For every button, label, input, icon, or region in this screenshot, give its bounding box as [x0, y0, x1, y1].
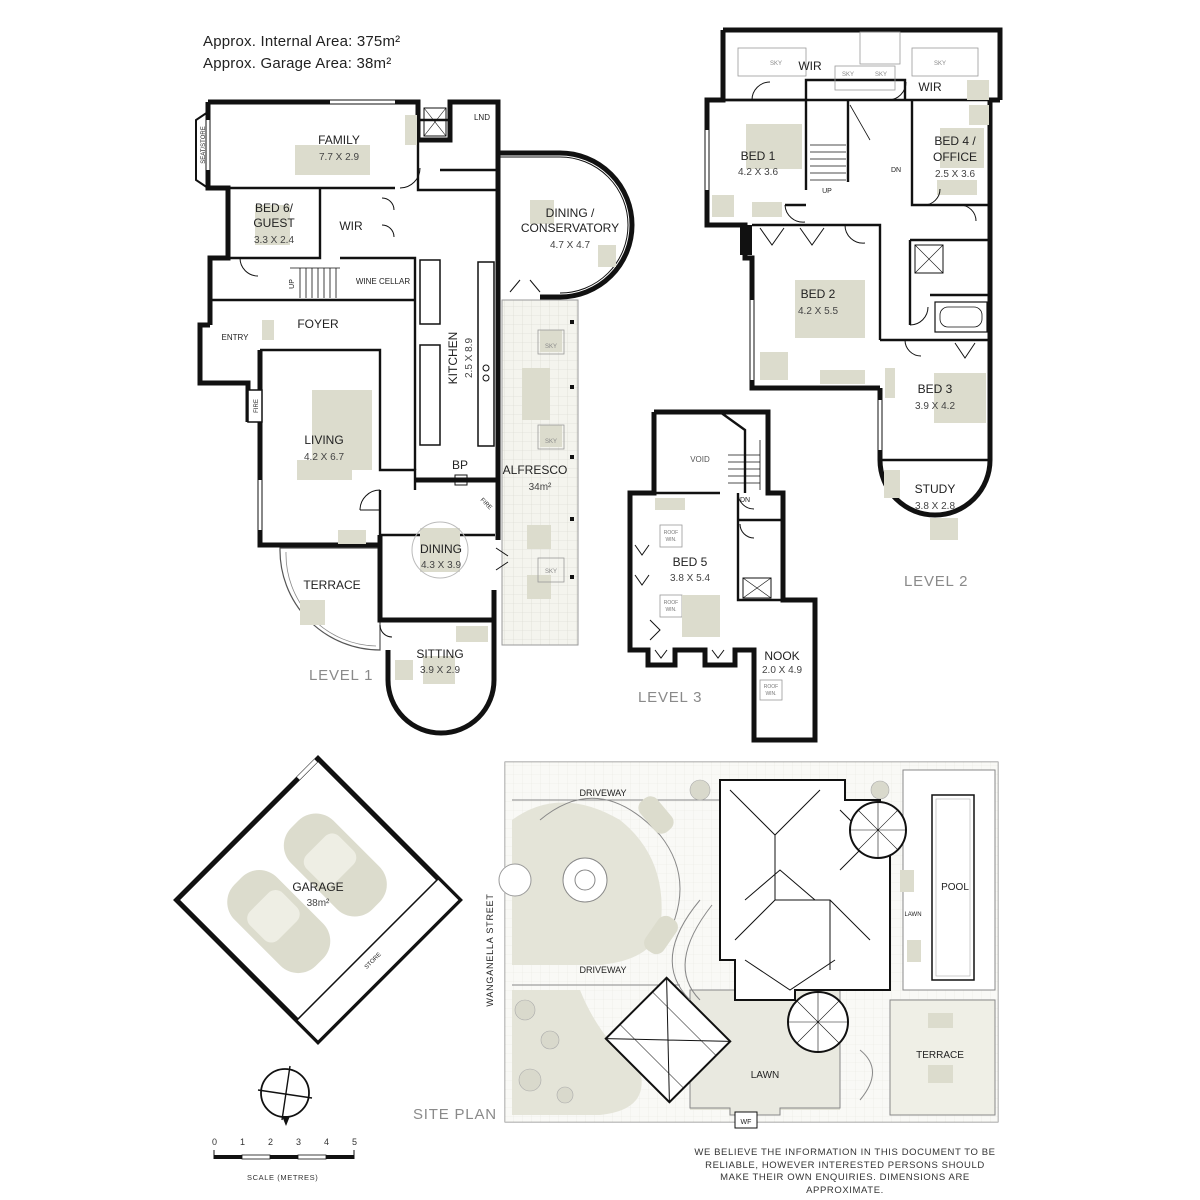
room-dining-dim: 4.3 X 3.9: [421, 560, 461, 571]
label-sky-3: SKY: [545, 569, 557, 575]
site-pool: POOL: [941, 882, 969, 893]
scale-tick-4: 4: [324, 1137, 330, 1147]
room-bed4-dim: 2.5 X 3.6: [935, 169, 975, 180]
room-bed1: BED 1: [741, 149, 776, 163]
room-bed5-dim: 3.8 X 5.4: [670, 573, 710, 584]
room-dining-conservatory: DINING /: [546, 206, 595, 220]
room-bed3-dim: 3.9 X 4.2: [915, 401, 955, 412]
scale-tick-3: 3: [296, 1137, 302, 1147]
site-driveway-top: DRIVEWAY: [579, 788, 626, 798]
scale-tick-2: 2: [268, 1137, 274, 1147]
room-bed6: BED 6/: [255, 201, 294, 215]
room-dining: DINING: [420, 542, 462, 556]
room-wine-cellar: WINE CELLAR: [356, 277, 410, 286]
label-roof-2: ROOF: [664, 600, 678, 606]
site-lawn-small: LAWN: [904, 912, 921, 918]
room-conservatory: CONSERVATORY: [521, 221, 619, 235]
room-office: OFFICE: [933, 150, 977, 164]
scale-tick-0: 0: [212, 1137, 218, 1147]
label-dn-l2: DN: [891, 167, 901, 174]
label-sky-l2-4: SKY: [934, 61, 946, 67]
pool: [931, 794, 975, 981]
room-bed1-dim: 4.2 X 3.6: [738, 167, 778, 178]
room-family: FAMILY: [318, 133, 360, 147]
room-guest: GUEST: [253, 216, 295, 230]
room-nook: NOOK: [764, 649, 799, 663]
north-compass-icon: [257, 1065, 313, 1126]
site-driveway-bottom: DRIVEWAY: [579, 965, 626, 975]
label-sky-l2-3: SKY: [875, 72, 887, 78]
room-wir-l2-left: WIR: [798, 59, 822, 73]
label-seat-store: SEAT/STORE: [201, 126, 207, 163]
scale-label: SCALE (METRES): [247, 1173, 319, 1182]
scale-tick-1: 1: [240, 1137, 246, 1147]
level1-label: LEVEL 1: [309, 667, 374, 684]
level3-plan: [627, 409, 818, 743]
label-sky-l2-2: SKY: [842, 72, 854, 78]
site-plan: [498, 761, 999, 1129]
room-wir-l2-right: WIR: [918, 80, 942, 94]
room-entry: ENTRY: [222, 333, 250, 342]
site-lawn: LAWN: [751, 1070, 780, 1081]
label-up-l2: UP: [822, 188, 832, 195]
label-lnd: LND: [474, 113, 490, 122]
sitting-wall: [385, 622, 497, 736]
site-wf: WF: [741, 1119, 752, 1126]
label-up-l1: UP: [289, 279, 296, 289]
garage-plan: [173, 755, 463, 1045]
garage-label: GARAGE: [292, 880, 343, 894]
label-win-1: WIN.: [665, 537, 676, 543]
room-living-dim: 4.2 X 6.7: [304, 452, 344, 463]
label-roof-1: ROOF: [664, 530, 678, 536]
garage-area: 38m²: [307, 898, 330, 909]
room-bp: BP: [452, 458, 468, 472]
level3-label: LEVEL 3: [638, 689, 703, 706]
label-sky-2: SKY: [545, 439, 557, 445]
room-bed4: BED 4 /: [934, 134, 976, 148]
level2-label: LEVEL 2: [904, 573, 969, 590]
label-sky-1: SKY: [545, 344, 557, 350]
room-alfresco: ALFRESCO: [503, 463, 568, 477]
site-street: WANGANELLA STREET: [485, 893, 495, 1006]
site-plan-label: SITE PLAN: [413, 1106, 497, 1123]
room-bed2-dim: 4.2 X 5.5: [798, 306, 838, 317]
garage-area-label: Approx. Garage Area: 38m²: [203, 55, 392, 72]
room-bed2: BED 2: [801, 287, 836, 301]
scale-bar: [213, 1150, 355, 1160]
room-living: LIVING: [304, 433, 343, 447]
room-kitchen-dim: 2.5 X 8.9: [464, 338, 475, 378]
room-wir-l1: WIR: [339, 219, 363, 233]
label-fire-alfresco: FIRE: [479, 497, 493, 511]
terrace-outline: [279, 547, 381, 651]
room-void: VOID: [690, 455, 710, 464]
room-study: STUDY: [915, 482, 956, 496]
site-terrace: TERRACE: [916, 1050, 964, 1061]
room-kitchen: KITCHEN: [446, 332, 460, 385]
room-bed5: BED 5: [673, 555, 708, 569]
room-family-dim: 7.7 X 2.9: [319, 152, 359, 163]
label-win-2: WIN.: [665, 607, 676, 613]
conservatory-wall: [498, 150, 635, 300]
room-sitting: SITTING: [416, 647, 463, 661]
room-study-dim: 3.8 X 2.8: [915, 501, 955, 512]
label-sky-l2-1: SKY: [770, 61, 782, 67]
room-bed6-dim: 3.3 X 2.4: [254, 235, 294, 246]
room-alfresco-area: 34m²: [529, 482, 552, 493]
room-foyer: FOYER: [297, 317, 339, 331]
disclaimer-text: WE BELIEVE THE INFORMATION IN THIS DOCUM…: [694, 1147, 996, 1196]
label-dn-l3: DN: [740, 497, 750, 504]
label-fire-l1: FIRE: [254, 399, 260, 413]
label-roof-3: ROOF: [764, 684, 778, 690]
room-nook-dim: 2.0 X 4.9: [762, 665, 802, 676]
scale-tick-5: 5: [352, 1137, 358, 1147]
room-bed3: BED 3: [918, 382, 953, 396]
room-conservatory-dim: 4.7 X 4.7: [550, 240, 590, 251]
label-win-3: WIN.: [765, 691, 776, 697]
room-terrace: TERRACE: [303, 578, 360, 592]
internal-area-label: Approx. Internal Area: 375m²: [203, 33, 401, 50]
level2-plan: [704, 27, 1003, 540]
level1-plan: [195, 99, 635, 736]
room-sitting-dim: 3.9 X 2.9: [420, 665, 460, 676]
